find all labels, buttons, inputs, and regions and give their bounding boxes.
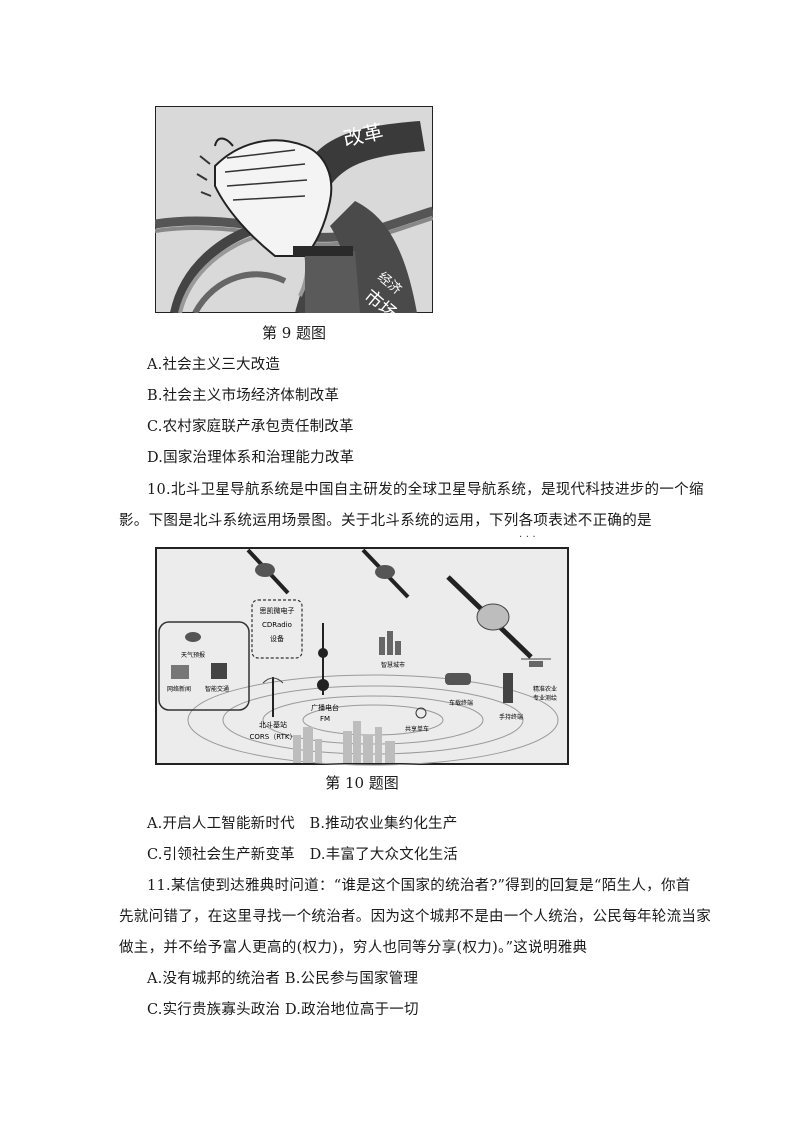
car-terminal-label: 车载终端 [449, 699, 473, 707]
smart-city-label: 智慧城市 [381, 661, 405, 669]
cloud-icon [185, 632, 201, 642]
traffic-label: 智能交通 [205, 685, 229, 693]
q11-stem-line-3: 做主，并不给予富人更高的(权力)，穷人也同等分享(权力)。”这说明雅典 [119, 940, 588, 956]
terminal-label: 思凯微电子 [260, 606, 295, 615]
handheld-label: 手持终端 [499, 713, 523, 721]
agri-label-2: 专业测绘 [533, 694, 557, 702]
news-label: 网络新闻 [167, 685, 191, 693]
q10-stem-line-1: 10.北斗卫星导航系统是中国自主研发的全球卫星导航系统，是现代科技进步的一个缩 [147, 482, 704, 498]
bike-label: 共享单车 [405, 725, 429, 733]
q11-stem-line-1: 11.某信使到达雅典时问道：“谁是这个国家的统治者?”得到的回复是“陌生人，你首 [147, 878, 691, 894]
q9-option-b: B.社会主义市场经济体制改革 [147, 388, 340, 404]
q10-caption: 第 10 题图 [325, 774, 399, 792]
q10-options-line-1: A.开启人工智能新时代 B.推动农业集约化生产 [147, 816, 458, 832]
weather-label: 天气预报 [181, 651, 205, 659]
q9-figure: 改革 经济 市场 [154, 105, 435, 325]
q9-option-c: C.农村家庭联产承包责任制改革 [147, 419, 354, 435]
emphasis-dots: · · · [519, 532, 536, 543]
base-station-label-2: CORS（RTK） [250, 733, 297, 741]
cdradio-label: CDRadio [262, 621, 292, 629]
broadcast-label-1: 广播电台 [311, 703, 339, 712]
agri-label-1: 精准农业 [533, 685, 557, 693]
handshake-illustration: 改革 经济 市场 [154, 105, 435, 325]
city-buildings-icon [379, 631, 401, 655]
broadcast-label-2: FM [320, 715, 330, 723]
q11-options-line-2: C.实行贵族寡头政治 D.政治地位高于一切 [147, 1002, 419, 1018]
bike-icon [415, 707, 427, 719]
q9-option-a: A.社会主义三大改造 [147, 357, 281, 373]
news-icon [171, 665, 189, 679]
base-station-label-1: 北斗基站 [259, 720, 287, 729]
device-label: 设备 [270, 634, 284, 643]
q10-figure: 思凯微电子 CDRadio 设备 天气预报 网络新闻 智能交通 广播电台 FM … [153, 545, 571, 767]
phone-icon [503, 673, 513, 703]
antenna-icon [262, 677, 284, 717]
satellite-icon [246, 548, 290, 595]
skyline [293, 721, 395, 763]
q10-stem-line-2: 影。下图是北斗系统运用场景图。关于北斗系统的运用，下列各项表述不正确的是 [119, 513, 652, 529]
q9-option-d: D.国家治理体系和治理能力改革 [147, 450, 355, 466]
q9-caption: 第 9 题图 [261, 324, 327, 342]
satellite-icon [446, 575, 533, 659]
beidou-scenario-diagram: 思凯微电子 CDRadio 设备 天气预报 网络新闻 智能交通 广播电台 FM … [155, 547, 569, 766]
tv-tower-icon [317, 623, 329, 695]
q11-options-line-1: A.没有城邦的统治者 B.公民参与国家管理 [147, 971, 419, 987]
car-icon [445, 673, 471, 685]
drone-icon [521, 658, 551, 667]
traffic-icon [211, 663, 227, 679]
q10-options-line-2: C.引领社会生产新变革 D.丰富了大众文化生活 [147, 847, 459, 863]
q11-stem-line-2: 先就问错了，在这里寻找一个统治者。因为这个城邦不是由一个人统治，公民每年轮流当家 [119, 909, 711, 925]
satellite-icon [361, 548, 410, 599]
